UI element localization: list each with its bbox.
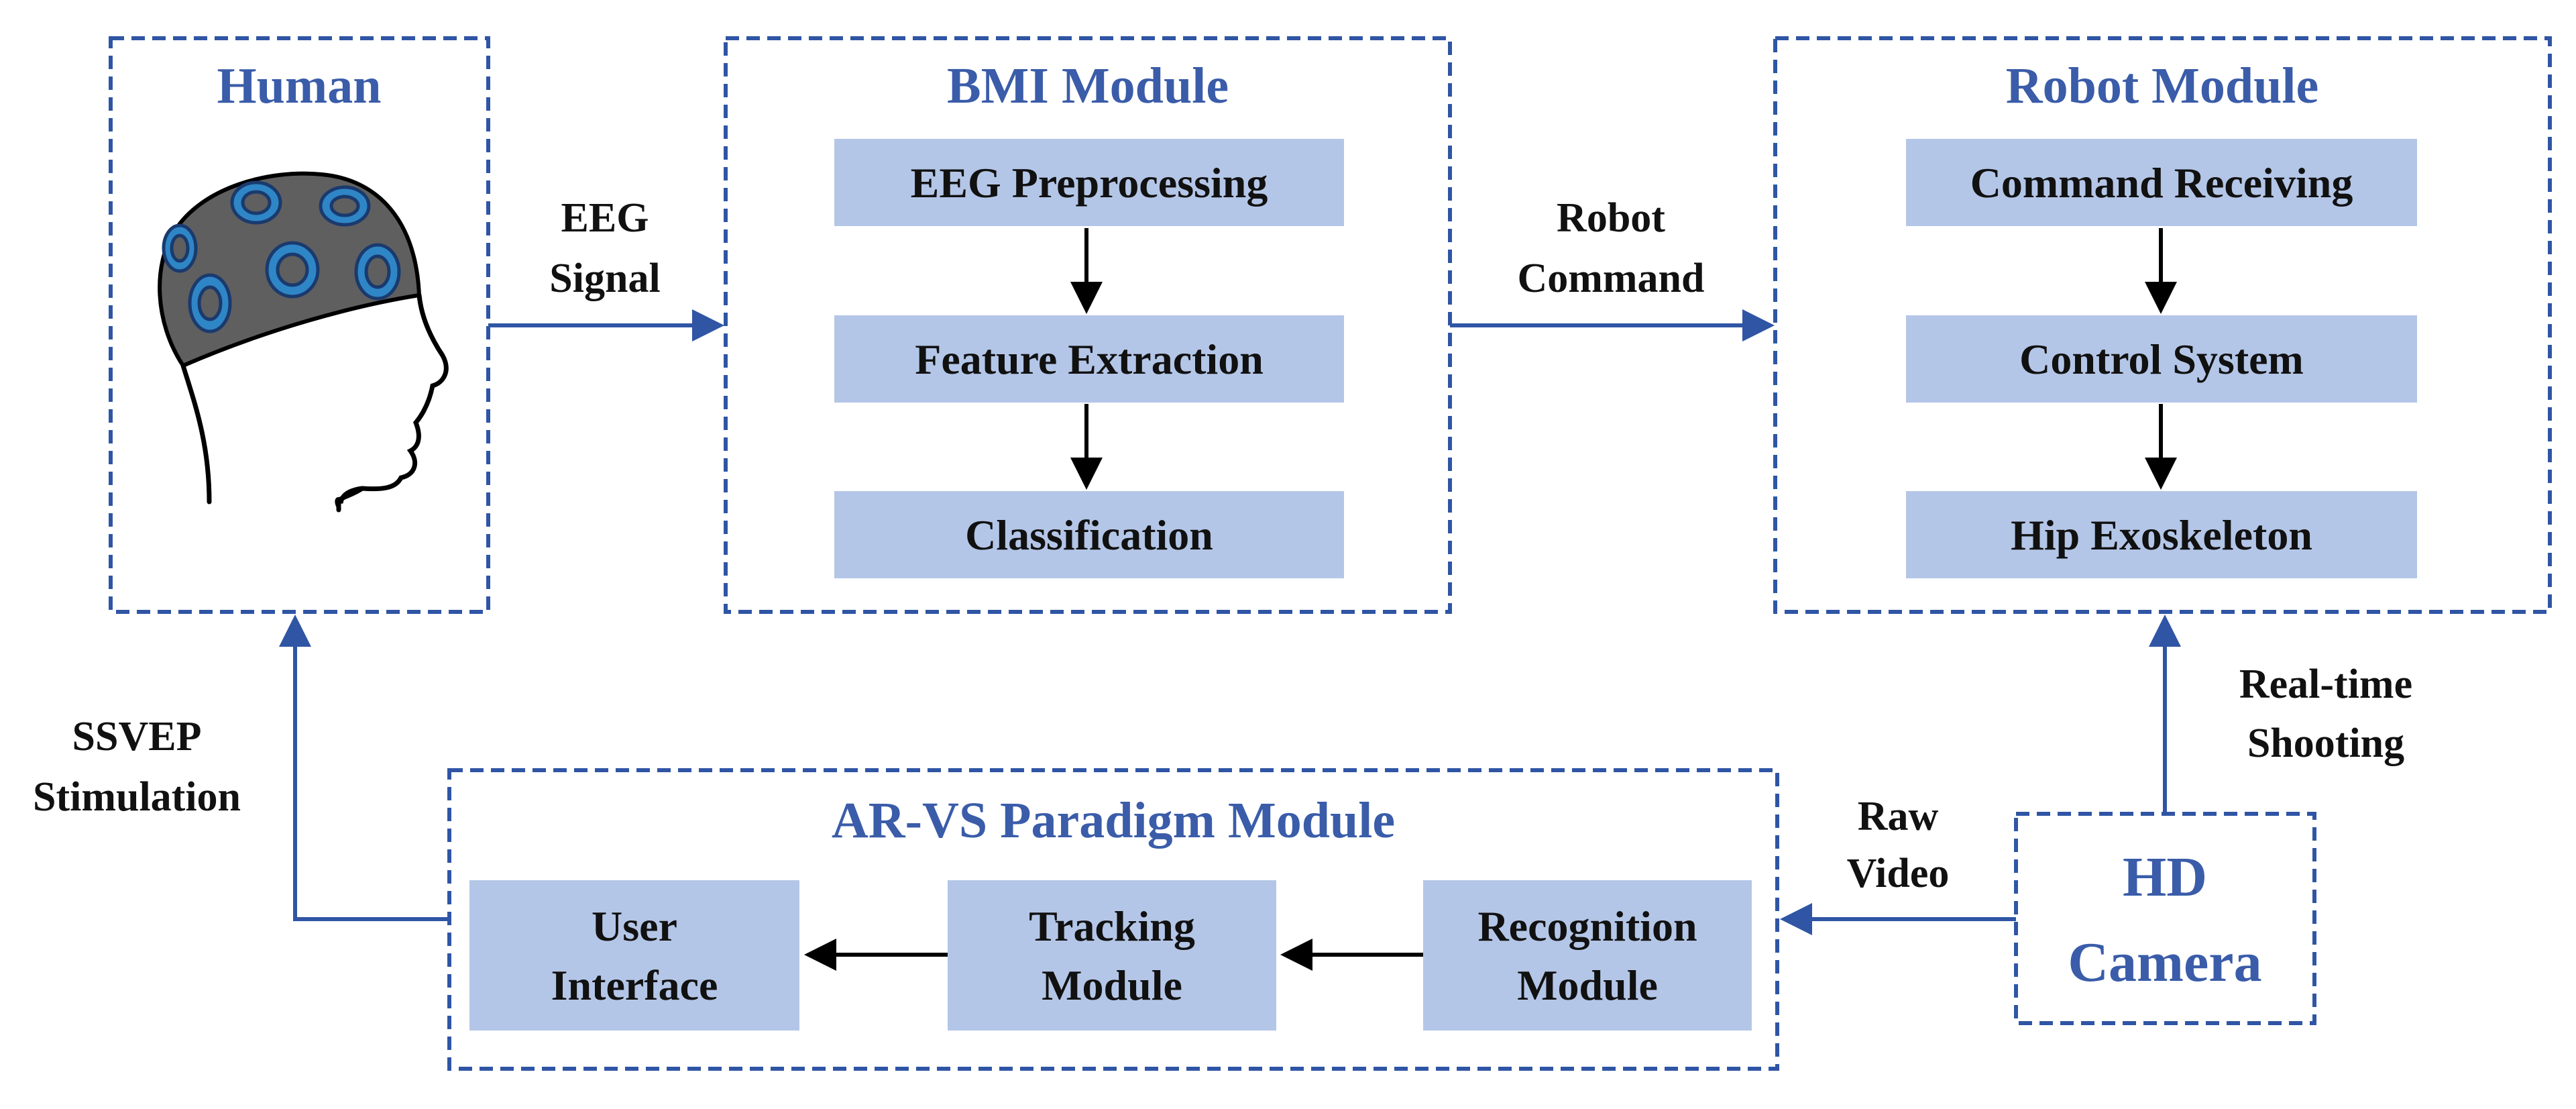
robot-command-label-line1: Robot [1557, 195, 1665, 241]
classification-box [834, 491, 1344, 578]
ssvep-stimulation-label-line2: Stimulation [33, 774, 241, 820]
classification-label: Classification [965, 511, 1213, 559]
electrode-icon [319, 185, 371, 227]
robot-command-label-line2: Command [1517, 256, 1704, 301]
head-icon [158, 171, 449, 513]
electrode-icon [265, 241, 320, 299]
recognition-module-box [1423, 880, 1752, 1031]
electrode-icon [354, 243, 401, 301]
eeg-preprocessing-box [834, 139, 1344, 226]
arvs-module-title: AR-VS Paradigm Module [832, 792, 1395, 849]
electrode-icons [162, 180, 401, 333]
electrode-icon [230, 180, 282, 225]
eeg-signal-label-line1: EEG [561, 195, 649, 241]
robot-module-title: Robot Module [2006, 58, 2319, 114]
command-receiving-box [1906, 139, 2417, 226]
user-interface-label-line2: Interface [551, 961, 718, 1009]
electrode-icon [162, 223, 198, 273]
control-system-box [1906, 315, 2417, 403]
hd-camera-label-line1: HD [2123, 846, 2207, 908]
hip-exoskeleton-label: Hip Exoskeleton [2011, 511, 2312, 559]
feature-extraction-box [834, 315, 1344, 403]
hd-camera-module: HD Camera [2014, 812, 2316, 1025]
eeg-preprocessing-label: EEG Preprocessing [911, 159, 1268, 207]
ssvep-stimulation-label-line1: SSVEP [72, 714, 202, 759]
realtime-shooting-label-line1: Real-time [2239, 662, 2412, 707]
user-interface-label-line1: User [592, 902, 677, 950]
command-receiving-label: Command Receiving [1970, 159, 2353, 207]
human-module: Human [109, 36, 490, 614]
arvs-module: AR-VS Paradigm Module User Interface Tra… [447, 768, 1779, 1071]
robot-module-border [1773, 36, 2552, 614]
raw-video-label-line2: Video [1847, 851, 1950, 896]
bmi-module: BMI Module EEG Preprocessing Feature Ext… [724, 36, 1452, 614]
bmi-module-title: BMI Module [947, 58, 1229, 114]
user-interface-box [469, 880, 799, 1031]
recognition-module-label-line1: Recognition [1477, 902, 1697, 950]
raw-video-label-line1: Raw [1858, 794, 1939, 839]
tracking-module-box [948, 880, 1276, 1031]
human-module-border [109, 36, 490, 614]
tracking-module-label-line1: Tracking [1029, 902, 1195, 950]
ssvep-stimulation-arrow [279, 615, 449, 921]
hd-camera-label-line2: Camera [2068, 931, 2261, 994]
eeg-signal-label-line2: Signal [549, 256, 660, 301]
human-module-title: Human [217, 58, 382, 114]
control-system-label: Control System [2019, 335, 2304, 383]
tracking-module-label-line2: Module [1042, 961, 1182, 1009]
realtime-shooting-label-line2: Shooting [2247, 721, 2404, 766]
hip-exoskeleton-box [1906, 491, 2417, 578]
electrode-icon [188, 273, 232, 333]
robot-module: Robot Module Command Receiving Control S… [1773, 36, 2552, 614]
feature-extraction-label: Feature Extraction [915, 335, 1264, 383]
recognition-module-label-line2: Module [1517, 961, 1658, 1009]
head-outline [335, 293, 449, 509]
neck-line [336, 486, 365, 513]
back-of-head-line [180, 363, 212, 505]
